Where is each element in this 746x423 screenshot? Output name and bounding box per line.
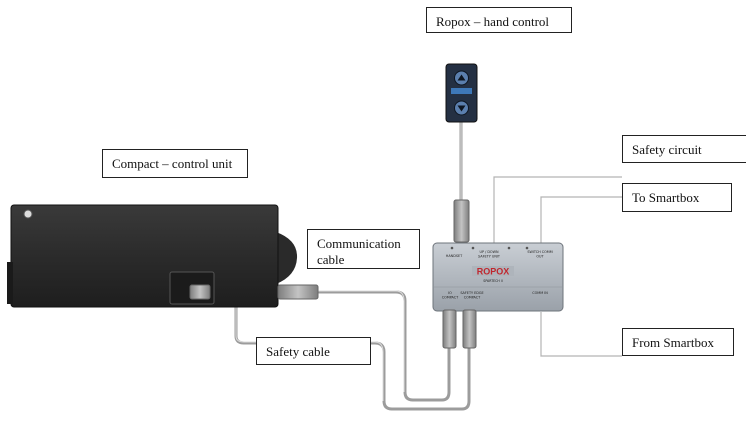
label-safety-circuit: Safety circuit bbox=[622, 135, 746, 163]
safety-edge-plug bbox=[462, 309, 477, 349]
label-to-smartbox: To Smartbox bbox=[622, 183, 732, 212]
communication-cable-plug bbox=[277, 284, 319, 300]
unit-screw-icon bbox=[23, 209, 33, 219]
leader-lines bbox=[493, 176, 622, 357]
safety-cable-plug bbox=[189, 284, 211, 300]
port-label-compact: COMPACT bbox=[442, 296, 459, 300]
unit-left-edge bbox=[7, 262, 13, 304]
io-compact-plug bbox=[442, 309, 457, 349]
port-label-handset: HANDSET bbox=[446, 254, 463, 258]
ropox-brand-logo: ROPOX bbox=[477, 267, 510, 277]
ropox-model-text: SPARTECH II bbox=[483, 279, 502, 283]
label-hand-control: Ropox – hand control bbox=[426, 7, 572, 33]
port-label-comm-in: COMM IN bbox=[532, 291, 548, 295]
label-from-smartbox: From Smartbox bbox=[622, 328, 734, 356]
to-smartbox-leader bbox=[540, 196, 622, 244]
port-label-up-down: UP / DOWN bbox=[480, 250, 499, 254]
port-label-io: IO bbox=[448, 291, 452, 295]
handset-plug bbox=[453, 199, 470, 243]
safety-circuit-leader bbox=[493, 176, 622, 244]
unit-side-knob bbox=[276, 232, 298, 284]
port-label-safety-unit: SAFETY UNIT bbox=[478, 255, 501, 259]
handset-display bbox=[451, 88, 472, 94]
ropox-junction-box: ROPOX SPARTECH II HANDSET UP / DOWN SAFE… bbox=[432, 242, 564, 349]
junction-box-body bbox=[432, 242, 564, 312]
port-label-safety-edge: SAFETY EDGE bbox=[460, 291, 483, 295]
label-compact-control-unit: Compact – control unit bbox=[102, 149, 248, 178]
port-label-compact-2: COMPACT bbox=[464, 296, 481, 300]
from-smartbox-leader bbox=[540, 312, 622, 357]
port-label-switch-comm: SWITCH COMM bbox=[527, 250, 552, 254]
label-communication-cable: Communication cable bbox=[307, 229, 420, 269]
unit-body bbox=[10, 204, 279, 308]
ropox-brand-patch bbox=[472, 266, 514, 276]
port-label-out: OUT bbox=[536, 255, 544, 259]
hand-control bbox=[445, 63, 478, 243]
compact-control-unit bbox=[7, 204, 319, 308]
label-safety-cable: Safety cable bbox=[256, 337, 371, 365]
